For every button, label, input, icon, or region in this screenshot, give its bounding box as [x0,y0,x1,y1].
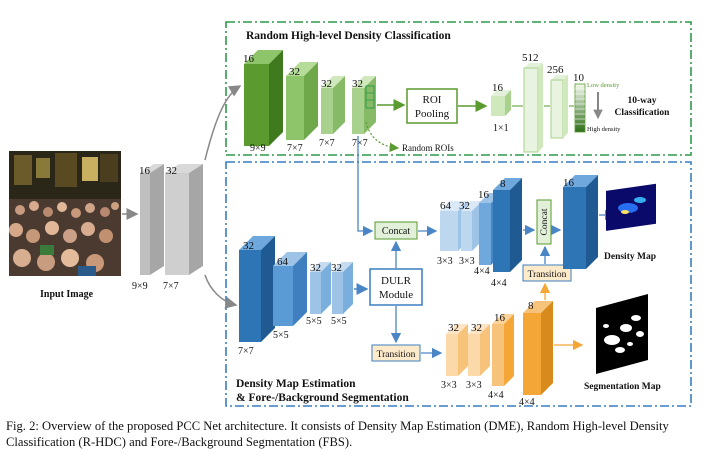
density-8-channels: 8 [500,178,506,190]
dulr-module-box [369,268,423,306]
fbs-16-channels: 16 [494,312,506,324]
random-rois-connector [365,121,400,153]
dme-encoder-1-size: 7×7 [238,346,254,357]
fc-block-16 [491,90,511,116]
dulr-line2: Module [379,289,413,301]
dme-title-line1: Density Map Estimation [236,378,356,390]
dme-title-line2: & Fore-/Background Segmentation [236,392,409,404]
shared-conv-2-size: 7×7 [163,281,179,292]
segmentation-map-image [596,294,648,374]
shared-conv-block-2 [165,164,203,275]
high-density-label: High density [587,126,621,133]
rhdc-conv-2-channels: 32 [289,66,300,78]
rhdc-panel [225,21,692,156]
density-final-channels: 16 [563,177,575,189]
fbs-size-4: 4×4 [519,397,535,408]
transition-right-label: Transition [528,270,567,280]
density-size-1: 3×3 [437,256,453,267]
dme-encoder-block-1 [239,236,275,342]
fbs-size-2: 3×3 [466,380,482,391]
fbs-size-1: 3×3 [441,380,457,391]
fbs-block-16 [492,314,514,386]
fbs-block-32a [446,324,468,376]
shared-conv-1-size: 9×9 [132,281,148,292]
rhdc-title: Random High-level Density Classification [246,30,451,42]
rhdc-conv-1-size: 9×9 [250,143,266,154]
density-map-image [606,183,656,231]
dme-encoder-4-size: 5×5 [331,316,347,327]
transition-fbs-label: Transition [377,350,416,360]
fbs-size-3: 4×4 [488,390,504,401]
concat-label: Concat [382,226,411,237]
roi-pooling-box [406,88,458,124]
fc-10-channels: 10 [573,72,585,84]
rhdc-conv-4-channels: 32 [352,78,363,90]
density-final-block-16 [563,175,598,269]
classification-line1: 10-way [627,96,656,106]
dme-encoder-1-channels: 32 [243,240,254,252]
rhdc-conv-1-channels: 16 [243,53,255,65]
shared-conv-block-1 [140,164,164,275]
rhdc-conv-3-channels: 32 [321,78,332,90]
low-density-label: Low density [587,82,620,89]
density-64-channels: 64 [440,200,452,212]
concat-vertical-box [536,199,552,245]
dme-encoder-block-2 [273,252,307,326]
dulr-line1: DULR [381,275,412,287]
roi-pooling-line2: Pooling [415,108,450,120]
fc-block-256 [550,75,568,139]
dme-encoder-2-channels: 64 [277,256,289,268]
density-32-channels: 32 [459,200,470,212]
dme-encoder-block-3 [310,262,331,314]
rhdc-conv-3-size: 7×7 [319,138,335,149]
arrow-shared-to-rhdc [204,85,242,161]
density-size-2: 3×3 [459,256,475,267]
transition-box-right [522,264,572,282]
density-size-4: 4×4 [491,278,507,289]
dme-encoder-block-4 [332,262,353,314]
shared-conv-2-channels: 32 [166,165,177,177]
fc-512-channels: 512 [522,52,539,64]
roi-pooling-line1: ROI [423,94,442,106]
fc-256-channels: 256 [547,64,564,76]
figure-caption: Fig. 2: Overview of the proposed PCC Net… [6,419,669,449]
rhdc-conv-2-size: 7×7 [287,143,303,154]
density-16-channels: 16 [478,189,490,201]
arrow-rhdc-to-concat [357,136,374,237]
dme-encoder-3-size: 5×5 [306,316,322,327]
input-image-label: Input Image [40,289,94,300]
input-image [9,151,121,276]
fc-block-10 [574,83,586,133]
rhdc-conv-block-1 [244,50,283,146]
segmentation-map-label: Segmentation Map [584,382,661,392]
fbs-32b-channels: 32 [471,322,482,334]
density-size-3: 4×4 [474,266,490,277]
fc-size: 1×1 [493,123,509,134]
rhdc-conv-4-size: 7×7 [352,138,368,149]
fbs-32a-channels: 32 [448,322,459,334]
dme-panel [225,161,692,407]
rhdc-conv-block-3 [321,76,345,134]
dme-encoder-2-size: 5×5 [273,330,289,341]
density-map-label: Density Map [604,252,656,262]
fbs-block-8 [523,301,553,395]
dme-encoder-3-channels: 32 [310,262,321,274]
rhdc-conv-block-2 [286,62,318,140]
density-block-8 [493,178,522,272]
dme-encoder-4-channels: 32 [331,262,342,274]
classification-line2: Classification [615,108,671,118]
arrow-shared-to-dme [204,274,238,309]
shared-conv-1-channels: 16 [139,165,151,177]
concat-box [374,221,418,240]
rhdc-conv-block-4 [352,76,376,134]
random-rois-label: Random ROIs [402,143,454,153]
fbs-block-32b [468,324,490,376]
fbs-8-channels: 8 [528,300,534,312]
transition-box-fbs [371,344,421,362]
fc-16-channels: 16 [492,82,504,94]
fc-block-512 [523,63,543,153]
concat-vertical-label: Concat [540,208,550,235]
